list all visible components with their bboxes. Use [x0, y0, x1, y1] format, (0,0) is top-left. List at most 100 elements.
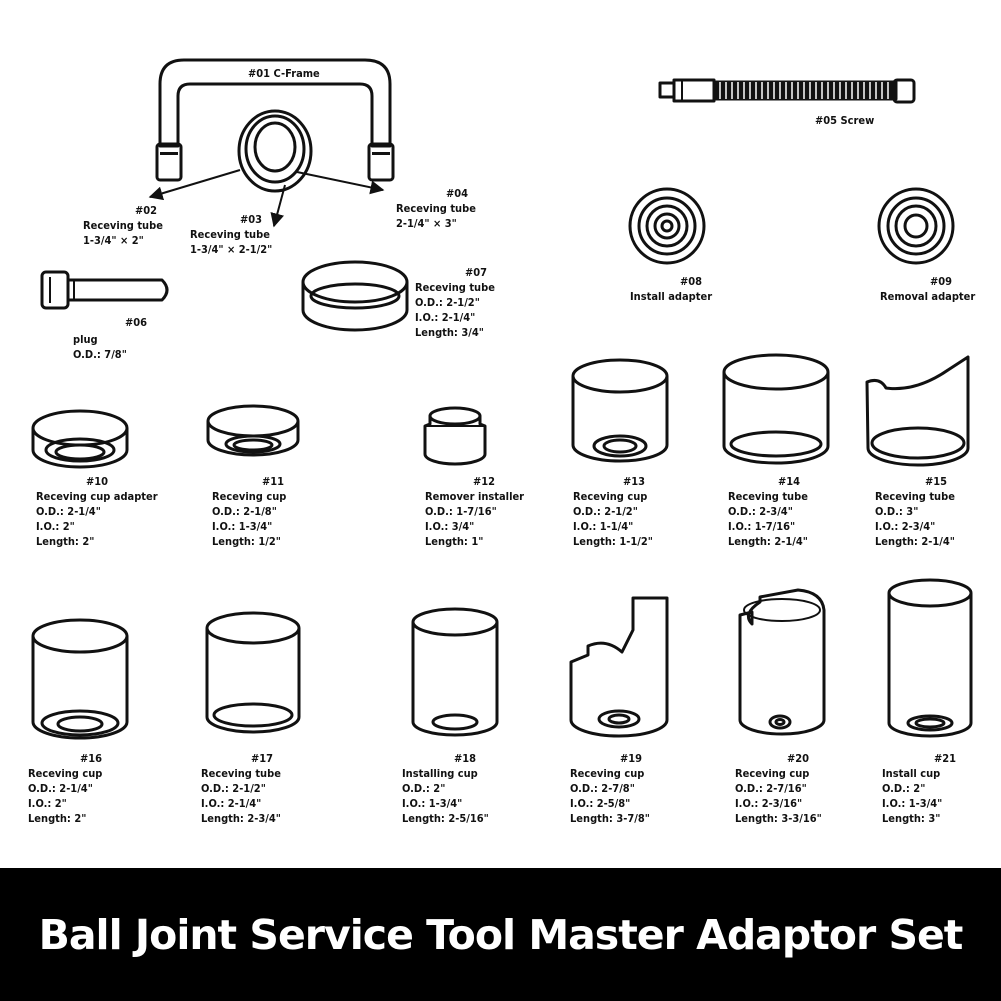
part-01-line: #01 C-Frame [248, 67, 320, 80]
part-label-11: #11 Receving cup O.D.: 2-1/8" I.O.: 1-3/… [212, 474, 286, 549]
part-17-io: I.O.: 2-1/4" [201, 797, 262, 810]
part-label-04: #04 Receving tube 2-1/4" × 3" [396, 186, 476, 231]
part-11-name: Receving cup [212, 490, 287, 503]
part-17-number: #17 [251, 752, 274, 765]
part-17-name: Receving tube [201, 767, 281, 780]
part-07-length: Length: 3/4" [415, 326, 484, 339]
part-18-name: Installing cup [402, 767, 478, 780]
part-11-io: I.O.: 1-3/4" [212, 520, 273, 533]
part-label-06: #06 plug O.D.: 7/8" [73, 315, 147, 362]
part-14-length: Length: 2-1/4" [728, 535, 808, 548]
receiving-cup-16-drawing [31, 618, 129, 740]
part-07-name: Receving tube [415, 281, 495, 294]
part-20-length: Length: 3-3/16" [735, 812, 822, 825]
part-20-name: Receving cup [735, 767, 810, 780]
part-16-number: #16 [80, 752, 103, 765]
part-label-17: #17 Receving tube O.D.: 2-1/2" I.O.: 2-1… [201, 751, 281, 826]
part-16-io: I.O.: 2" [28, 797, 67, 810]
part-label-10: #10 Receving cup adapter O.D.: 2-1/4" I.… [36, 474, 158, 549]
part-label-14: #14 Receving tube O.D.: 2-3/4" I.O.: 1-7… [728, 474, 808, 549]
part-12-od: O.D.: 1-7/16" [425, 505, 497, 518]
part-21-od: O.D.: 2" [882, 782, 926, 795]
part-13-number: #13 [623, 475, 646, 488]
part-10-number: #10 [86, 475, 109, 488]
part-14-od: O.D.: 2-3/4" [728, 505, 793, 518]
part-12-io: I.O.: 3/4" [425, 520, 475, 533]
part-label-21: #21 Install cup O.D.: 2" I.O.: 1-3/4" Le… [882, 751, 956, 826]
part-label-07: #07 Receving tube O.D.: 2-1/2" I.O.: 2-1… [415, 265, 495, 340]
part-09-name: Removal adapter [880, 290, 976, 303]
part-19-number: #19 [620, 752, 643, 765]
part-05-line: #05 Screw [815, 114, 875, 127]
part-19-name: Receving cup [570, 767, 645, 780]
part-03-size: 1-3/4" × 2-1/2" [190, 243, 273, 256]
part-20-io: I.O.: 2-3/16" [735, 797, 803, 810]
part-label-12: #12 Remover installer O.D.: 1-7/16" I.O.… [425, 474, 524, 549]
part-17-od: O.D.: 2-1/2" [201, 782, 266, 795]
remover-installer-drawing [423, 406, 487, 466]
tool-set-diagram [31, 58, 973, 740]
part-13-length: Length: 1-1/2" [573, 535, 653, 548]
title-banner: Ball Joint Service Tool Master Adaptor S… [0, 868, 1001, 1001]
part-03-name: Receving tube [190, 228, 270, 241]
part-16-od: O.D.: 2-1/4" [28, 782, 93, 795]
part-15-name: Receving tube [875, 490, 955, 503]
part-12-length: Length: 1" [425, 535, 484, 548]
part-09-number: #09 [930, 275, 953, 288]
part-10-od: O.D.: 2-1/4" [36, 505, 101, 518]
part-14-name: Receving tube [728, 490, 808, 503]
part-11-length: Length: 1/2" [212, 535, 281, 548]
receiving-tube-17-drawing [205, 611, 301, 734]
part-04-number: #04 [446, 187, 469, 200]
part-06-od: O.D.: 7/8" [73, 348, 127, 361]
receiving-cup-adapter-drawing [31, 409, 129, 469]
part-06-name: plug [73, 333, 98, 346]
receiving-tube-15-drawing [865, 355, 970, 467]
receiving-cup-20-drawing [738, 588, 826, 736]
install-cup-21-drawing [887, 578, 973, 738]
removal-adapter-drawing [877, 187, 955, 265]
part-label-19: #19 Receving cup O.D.: 2-7/8" I.O.: 2-5/… [570, 751, 650, 826]
part-label-16: #16 Receving cup O.D.: 2-1/4" I.O.: 2" L… [28, 751, 102, 826]
part-18-od: O.D.: 2" [402, 782, 446, 795]
part-18-io: I.O.: 1-3/4" [402, 797, 463, 810]
part-label-08: #08 Install adapter [630, 274, 712, 304]
receiving-tube-14-drawing [722, 353, 830, 465]
part-20-number: #20 [787, 752, 810, 765]
part-12-number: #12 [473, 475, 496, 488]
part-02-name: Receving tube [83, 219, 163, 232]
plug-drawing [40, 270, 169, 310]
part-07-od: O.D.: 2-1/2" [415, 296, 480, 309]
part-16-length: Length: 2" [28, 812, 87, 825]
part-08-number: #08 [680, 275, 703, 288]
c-frame-drawing [148, 58, 395, 228]
part-13-od: O.D.: 2-1/2" [573, 505, 638, 518]
part-12-name: Remover installer [425, 490, 525, 503]
part-04-name: Receving tube [396, 202, 476, 215]
part-21-number: #21 [934, 752, 957, 765]
part-13-name: Receving cup [573, 490, 648, 503]
receiving-cup-19-drawing [569, 596, 669, 738]
part-04-size: 2-1/4" × 3" [396, 217, 457, 230]
part-label-01: #01 C-Frame [248, 66, 320, 81]
part-label-05: #05 Screw [815, 113, 874, 128]
part-21-name: Install cup [882, 767, 941, 780]
part-19-io: I.O.: 2-5/8" [570, 797, 631, 810]
part-label-15: #15 Receving tube O.D.: 3" I.O.: 2-3/4" … [875, 474, 955, 549]
part-15-od: O.D.: 3" [875, 505, 919, 518]
part-10-name: Receving cup adapter [36, 490, 158, 503]
part-label-13: #13 Receving cup O.D.: 2-1/2" I.O.: 1-1/… [573, 474, 653, 549]
part-06-number: #06 [125, 316, 148, 329]
ring-tube-drawing [301, 260, 409, 332]
part-18-number: #18 [454, 752, 477, 765]
part-10-length: Length: 2" [36, 535, 95, 548]
part-02-number: #02 [135, 204, 158, 217]
part-label-20: #20 Receving cup O.D.: 2-7/16" I.O.: 2-3… [735, 751, 822, 826]
part-label-18: #18 Installing cup O.D.: 2" I.O.: 1-3/4"… [402, 751, 489, 826]
part-03-number: #03 [240, 213, 263, 226]
part-label-09: #09 Removal adapter [880, 274, 975, 304]
part-07-number: #07 [465, 266, 488, 279]
part-18-length: Length: 2-5/16" [402, 812, 489, 825]
part-16-name: Receving cup [28, 767, 103, 780]
install-adapter-drawing [628, 187, 706, 265]
